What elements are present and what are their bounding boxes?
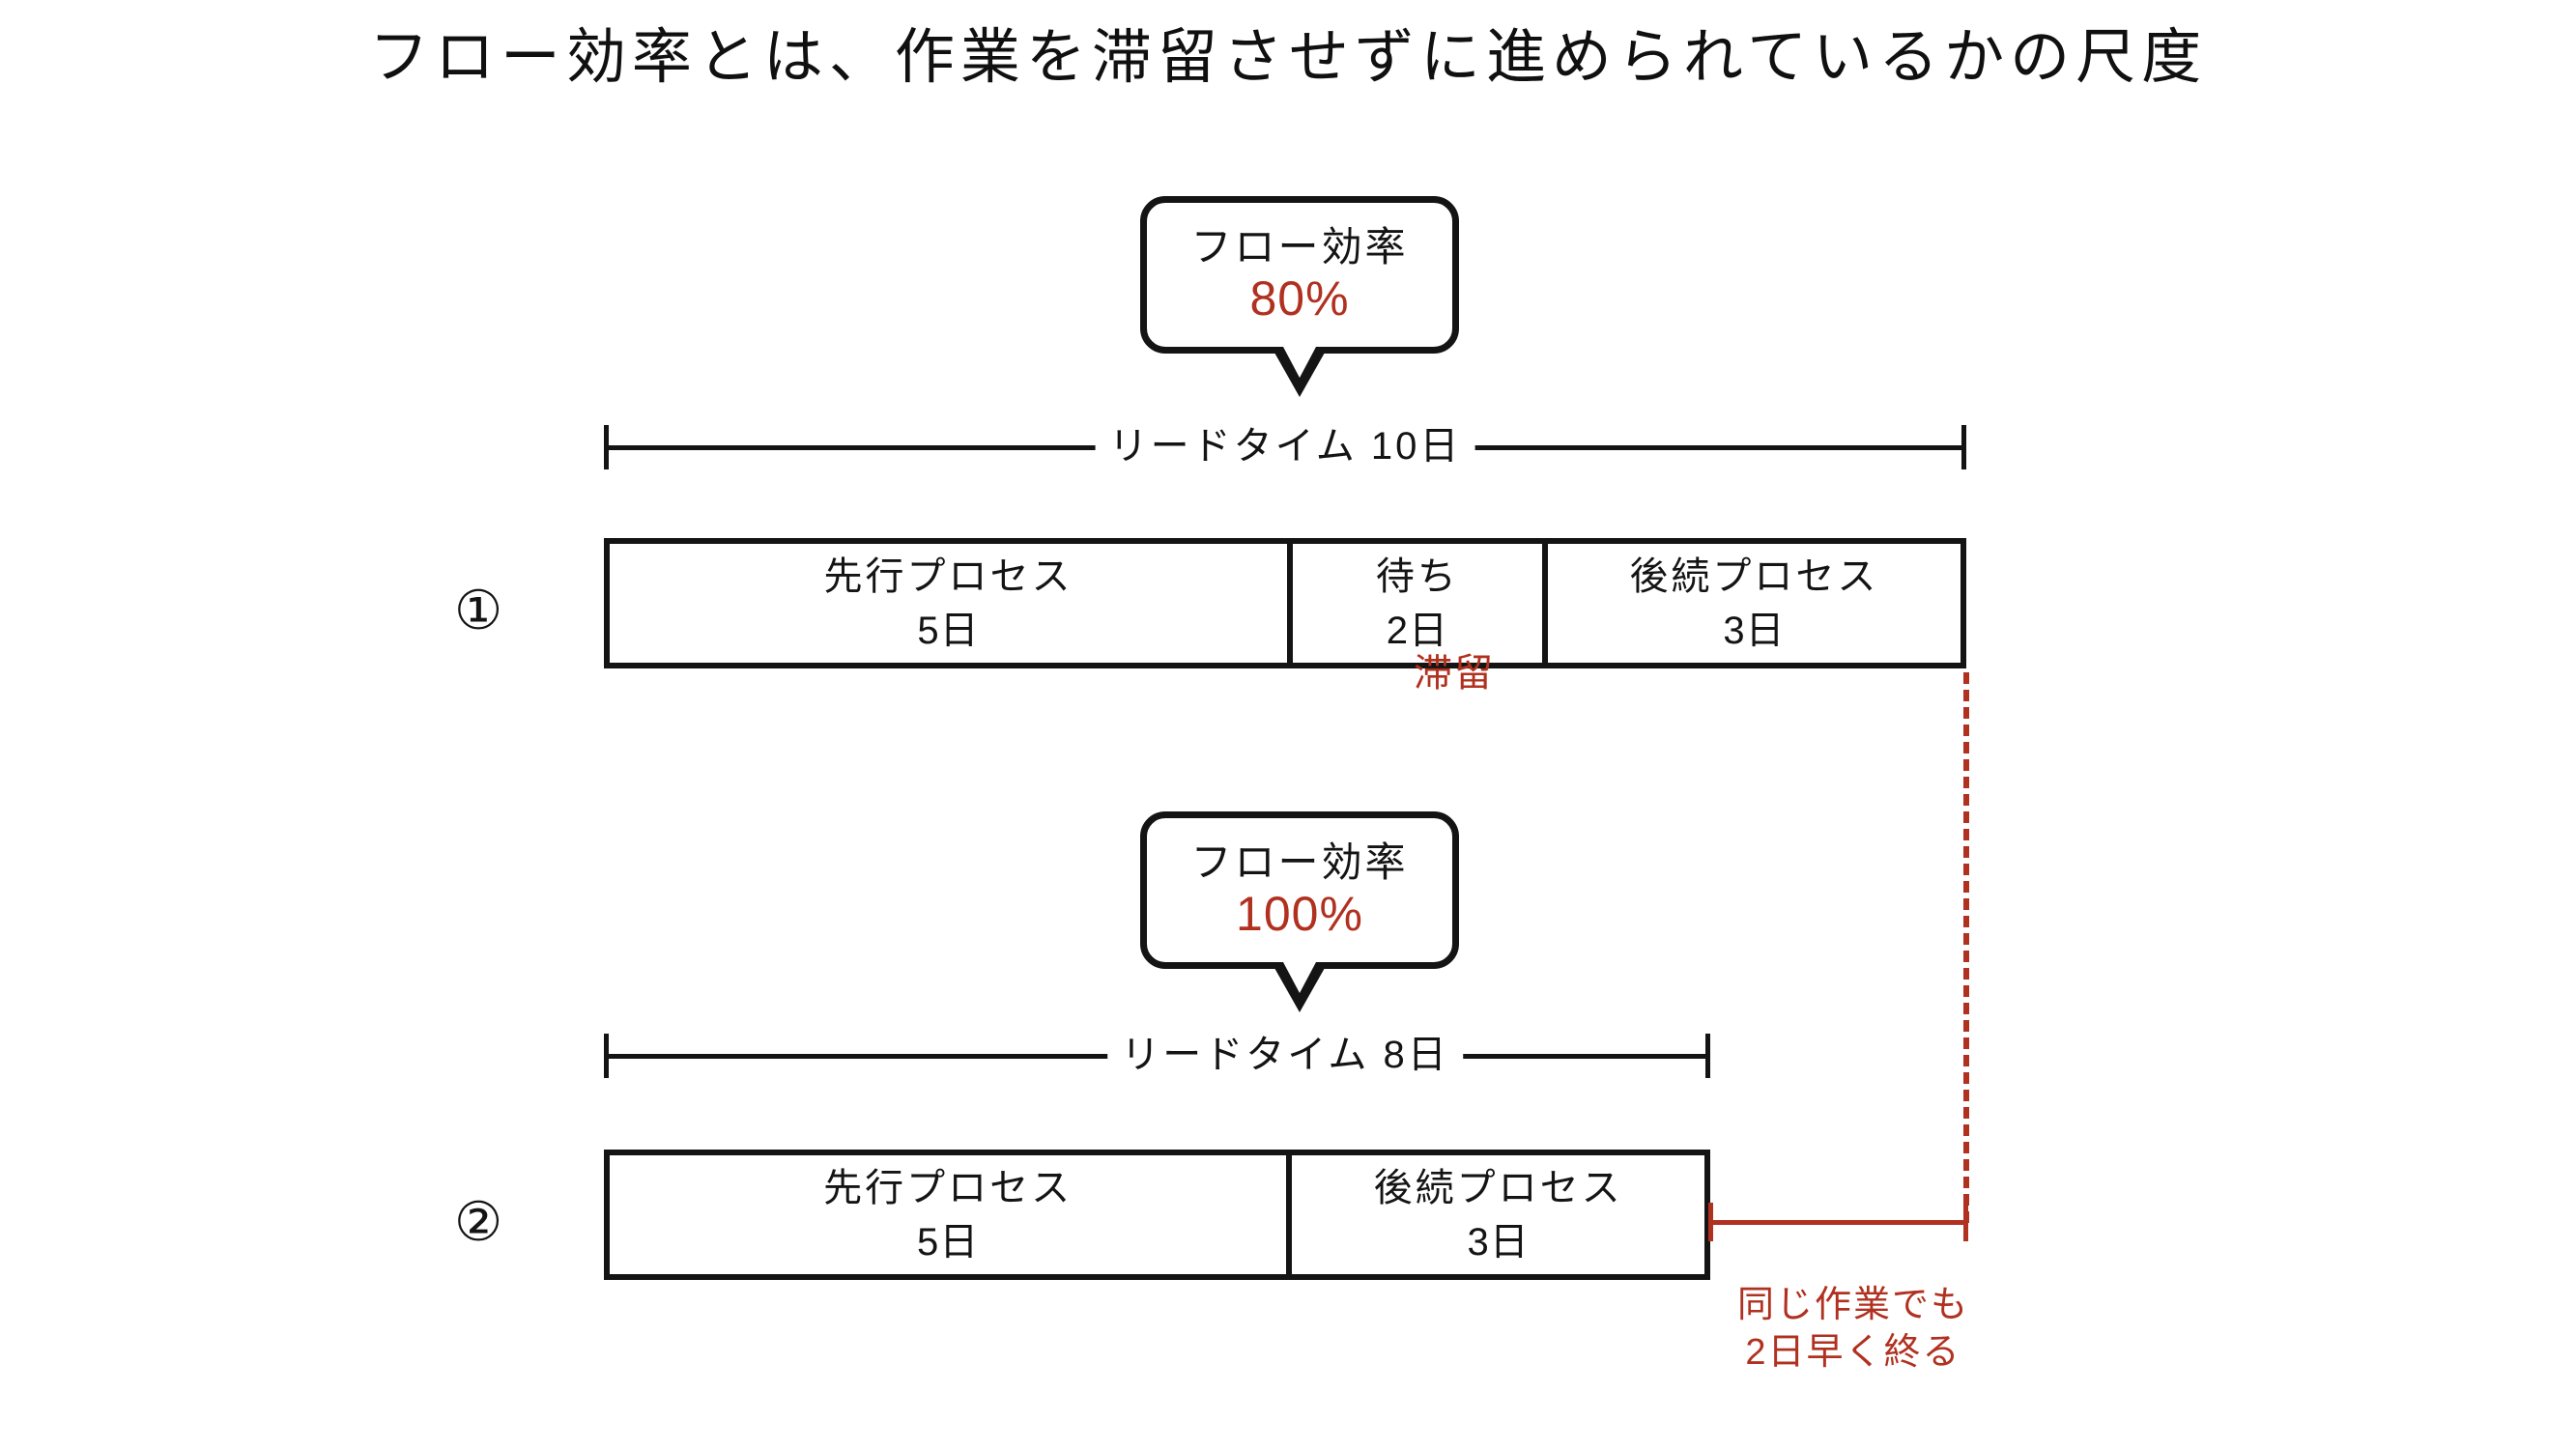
saving-annotation-line-2: 2日早く終る: [1745, 1331, 1961, 1373]
segment-preceding-process-2: 先行プロセス 5日: [610, 1155, 1293, 1274]
callout-label-2: フロー効率: [1190, 838, 1409, 885]
callout-value-2: 100%: [1236, 887, 1363, 942]
saving-annotation-line-1: 同じ作業でも: [1736, 1285, 1969, 1325]
segment-name: 待ち: [1375, 554, 1459, 598]
process-bar-row-1: 先行プロセス 5日 待ち 2日 後続プロセス 3日: [604, 538, 1966, 668]
lead-time-label-2: リードタイム 8日: [1107, 1026, 1463, 1084]
saving-measure-line: [1708, 1203, 1969, 1241]
segment-days: 2日: [1386, 609, 1449, 652]
segment-days: 3日: [1467, 1220, 1530, 1264]
saving-connector-dashed-line: [1963, 672, 1969, 1223]
stagnation-annotation: 滞留: [1414, 652, 1495, 695]
callout-label-1: フロー効率: [1190, 223, 1409, 270]
saving-annotation: 同じ作業でも 2日早く終る: [1708, 1282, 1998, 1376]
callout-balloon-1: フロー効率 80%: [1140, 196, 1459, 354]
callout-tail-2: [1274, 962, 1325, 1012]
segment-following-process-1: 後続プロセス 3日: [1548, 544, 1961, 663]
page-title: フロー効率とは、作業を滞留させずに進められているかの尺度: [368, 24, 2208, 91]
segment-days: 3日: [1723, 609, 1786, 652]
segment-name: 先行プロセス: [823, 1166, 1073, 1209]
segment-wait-1: 待ち 2日: [1293, 544, 1548, 663]
row-number-1: ①: [454, 580, 503, 640]
segment-preceding-process-1: 先行プロセス 5日: [610, 544, 1293, 663]
segment-name: 先行プロセス: [823, 554, 1073, 598]
segment-days: 5日: [917, 609, 980, 652]
segment-days: 5日: [917, 1220, 980, 1264]
segment-name: 後続プロセス: [1373, 1166, 1623, 1209]
lead-time-measure-2: リードタイム 8日: [604, 1026, 1710, 1084]
callout-value-1: 80%: [1249, 271, 1350, 327]
process-bar-row-2: 先行プロセス 5日 後続プロセス 3日: [604, 1150, 1710, 1280]
callout-tail-1: [1274, 347, 1325, 397]
callout-balloon-2: フロー効率 100%: [1140, 811, 1459, 969]
lead-time-measure-1: リードタイム 10日: [604, 417, 1966, 475]
lead-time-label-1: リードタイム 10日: [1095, 417, 1475, 475]
segment-following-process-2: 後続プロセス 3日: [1292, 1155, 1704, 1274]
segment-name: 後続プロセス: [1629, 554, 1879, 598]
row-number-2: ②: [454, 1191, 503, 1252]
